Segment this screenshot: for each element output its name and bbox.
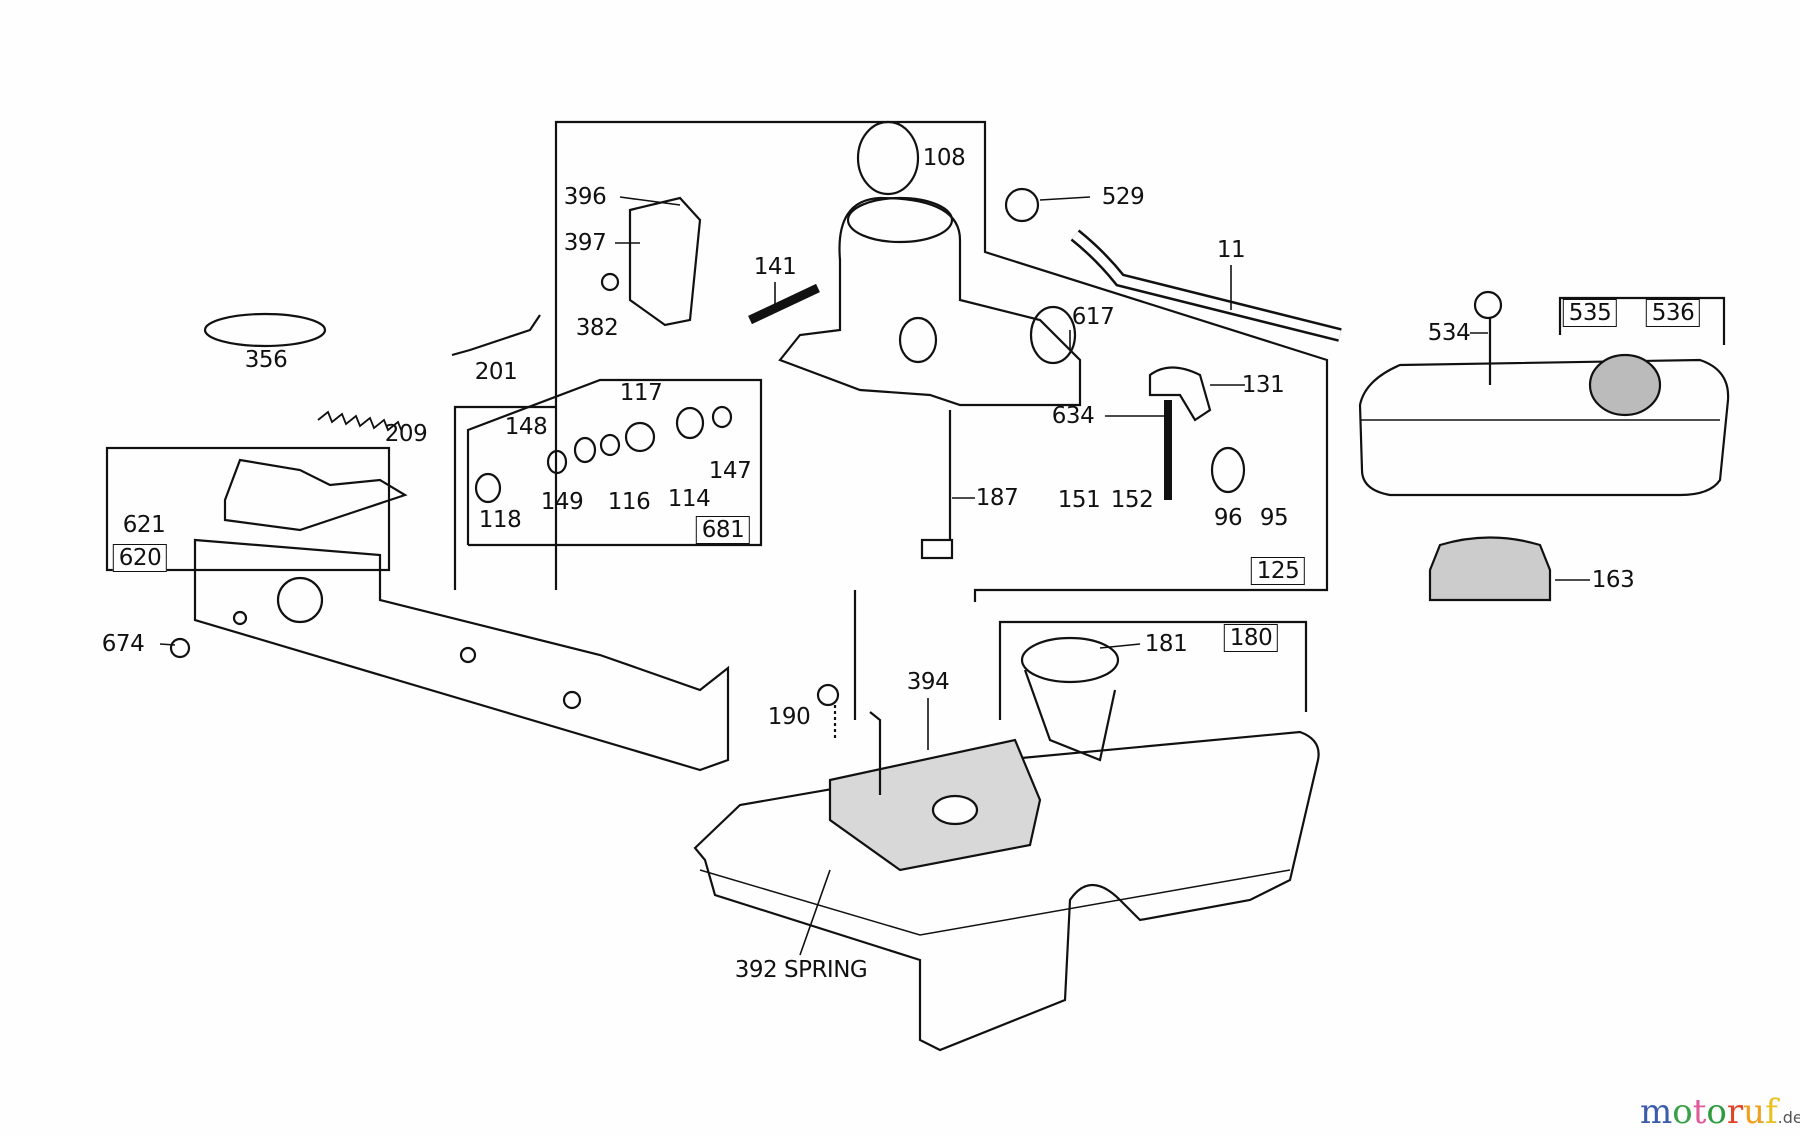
group-label-180: 180	[1223, 624, 1279, 652]
group-620-box	[105, 446, 391, 572]
group-label-620: 620	[112, 544, 168, 572]
part-label-147: 147	[708, 458, 752, 484]
part-label-187: 187	[975, 485, 1019, 511]
part-label-131: 131	[1241, 372, 1285, 398]
part-label-529: 529	[1101, 184, 1145, 210]
part-label-149: 149	[540, 489, 584, 515]
logo-tld: .de	[1777, 1108, 1800, 1127]
part-label-392-spring: 392 SPRING	[734, 957, 868, 983]
part-label-117: 117	[619, 380, 663, 406]
part-label-95: 95	[1259, 505, 1289, 531]
carb-throat	[846, 196, 954, 244]
group-536-outline	[1558, 296, 1726, 345]
motoruf-logo: motoruf.de	[1640, 1092, 1800, 1132]
part-label-11: 11	[1216, 237, 1246, 263]
governor-bracket	[193, 538, 730, 772]
part-label-151: 151	[1057, 487, 1101, 513]
part-label-382: 382	[575, 315, 619, 341]
logo-letter: o	[1706, 1092, 1727, 1132]
logo-letter: o	[1672, 1092, 1693, 1132]
group-label-125: 125	[1250, 557, 1306, 585]
part-label-114: 114	[667, 486, 711, 512]
group-681-outline	[453, 405, 556, 590]
part-label-394: 394	[906, 669, 950, 695]
logo-letter: r	[1726, 1092, 1744, 1132]
leader-lines	[159, 196, 1590, 956]
part-label-674: 674	[101, 631, 145, 657]
group-681-box	[466, 378, 763, 547]
part-label-621: 621	[122, 512, 166, 538]
group-180-outline	[998, 620, 1308, 720]
part-label-116: 116	[607, 489, 651, 515]
logo-letter: f	[1765, 1092, 1778, 1132]
logo-letter: m	[1640, 1092, 1673, 1132]
logo-letter: u	[1743, 1092, 1766, 1132]
part-label-617: 617	[1071, 304, 1115, 330]
part-label-163: 163	[1591, 567, 1635, 593]
part-label-96: 96	[1213, 505, 1243, 531]
part-label-118: 118	[478, 507, 522, 533]
part-label-634: 634	[1051, 403, 1095, 429]
part-label-356: 356	[244, 347, 288, 373]
part-label-181: 181	[1144, 631, 1188, 657]
group-label-536: 536	[1645, 299, 1701, 327]
carburetor-body	[778, 196, 1082, 407]
part-label-190: 190	[767, 704, 811, 730]
part-label-209: 209	[384, 421, 428, 447]
group-label-681: 681	[695, 516, 751, 544]
air-cleaner-body	[1358, 358, 1730, 497]
group-125-outline	[554, 120, 1329, 602]
part-label-397: 397	[563, 230, 607, 256]
logo-letter: t	[1692, 1092, 1707, 1132]
choke-plate	[856, 120, 920, 196]
part-label-108: 108	[922, 145, 966, 171]
part-label-201: 201	[474, 359, 518, 385]
part-label-396: 396	[563, 184, 607, 210]
part-label-534: 534	[1427, 320, 1471, 346]
part-label-141: 141	[753, 254, 797, 280]
part-label-152: 152	[1110, 487, 1154, 513]
group-label-535: 535	[1562, 299, 1618, 327]
part-label-148: 148	[504, 414, 548, 440]
